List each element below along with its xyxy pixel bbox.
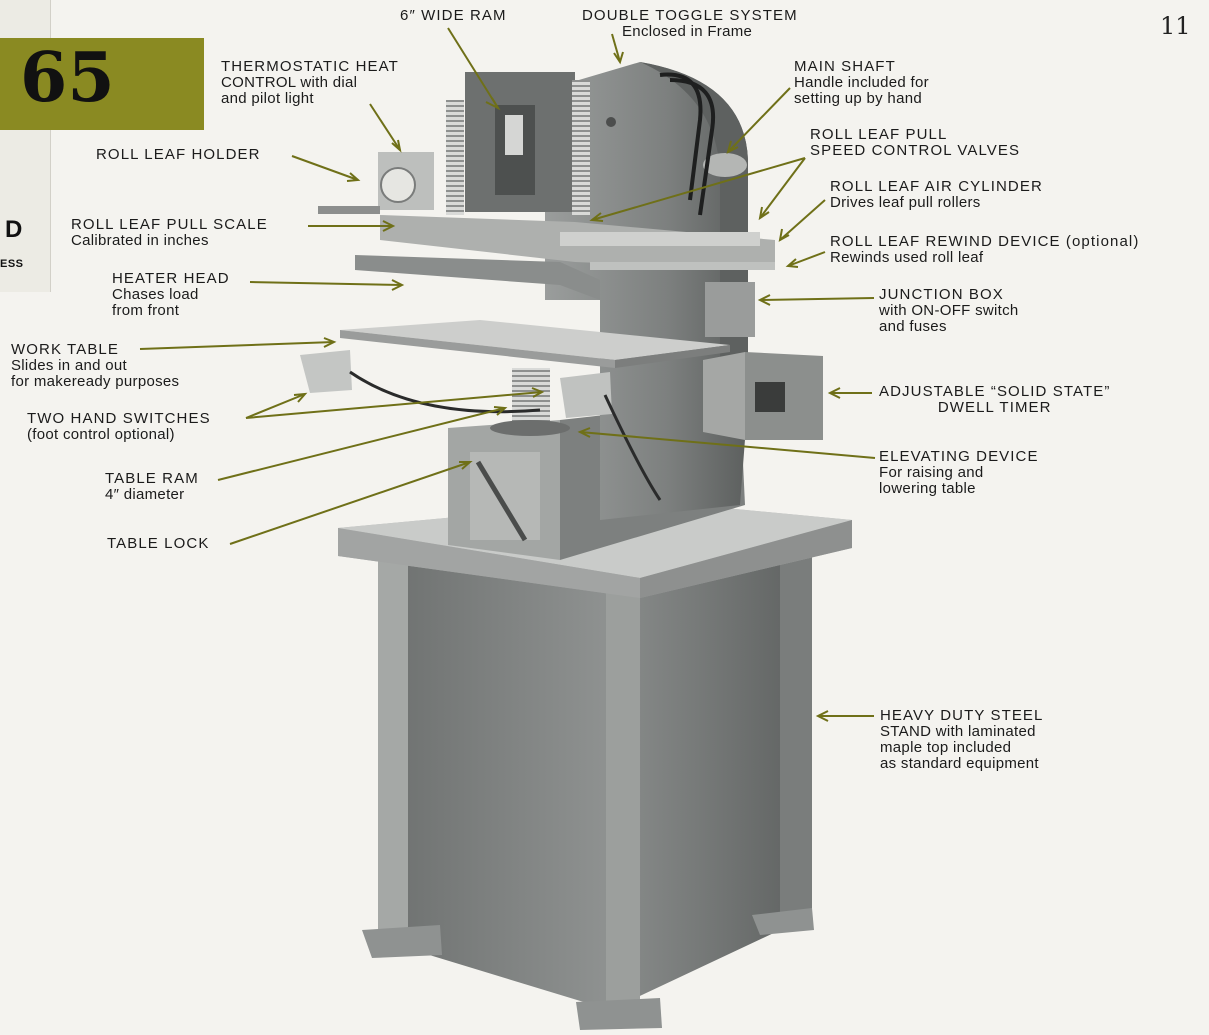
- callout-air-cylinder: ROLL LEAF AIR CYLINDER Drives leaf pull …: [830, 179, 1043, 211]
- model-badge: [0, 38, 204, 130]
- callout-line-3: maple top included: [880, 739, 1012, 756]
- callout-table-ram: TABLE RAM 4″ diameter: [105, 471, 199, 503]
- callout-line-2: for makeready purposes: [11, 373, 180, 390]
- callout-title: ROLL LEAF REWIND DEVICE (optional): [830, 233, 1140, 250]
- callout-title: TABLE LOCK: [107, 535, 210, 552]
- callout-subtitle: Enclosed in Frame: [622, 23, 753, 40]
- callout-pull-valves: ROLL LEAF PULL SPEED CONTROL VALVES: [810, 127, 1020, 159]
- callout-title: ROLL LEAF AIR CYLINDER: [830, 178, 1043, 195]
- callout-line-4: as standard equipment: [880, 755, 1039, 772]
- callout-work-table: WORK TABLE Slides in and out for makerea…: [11, 342, 179, 390]
- callout-wide-ram: 6″ WIDE RAM: [400, 8, 507, 24]
- callout-line-2: from front: [112, 302, 180, 319]
- callout-line-2: STAND with laminated: [880, 723, 1036, 740]
- callout-thermostat: THERMOSTATIC HEAT CONTROL with dial and …: [221, 59, 399, 107]
- callout-line-1: THERMOSTATIC HEAT: [221, 58, 399, 75]
- callout-line-1: Slides in and out: [11, 357, 128, 374]
- callout-heater-head: HEATER HEAD Chases load from front: [112, 271, 230, 319]
- callout-title: JUNCTION BOX: [879, 286, 1004, 303]
- callout-title: DOUBLE TOGGLE SYSTEM: [582, 7, 798, 24]
- callout-subtitle: (foot control optional): [27, 426, 175, 443]
- callout-elevating: ELEVATING DEVICE For raising and lowerin…: [879, 449, 1039, 497]
- dwell-timer-box: [703, 352, 823, 440]
- callout-roll-leaf-holder: ROLL LEAF HOLDER: [96, 147, 261, 163]
- ram-assembly: [318, 72, 590, 215]
- heater-head-plate: [355, 215, 775, 300]
- callout-line-1: HEAVY DUTY STEEL: [880, 707, 1044, 724]
- callout-line-2: Handle included for: [794, 74, 929, 91]
- callout-title: 6″ WIDE RAM: [400, 7, 507, 24]
- callout-title: ROLL LEAF PULL SCALE: [71, 216, 268, 233]
- page-number: 11: [1160, 12, 1191, 40]
- steel-stand: [362, 540, 814, 1030]
- table-ram-column: [490, 368, 570, 436]
- callout-title: WORK TABLE: [11, 341, 119, 358]
- callout-arrows: [139, 27, 876, 722]
- callout-junction-box: JUNCTION BOX with ON-OFF switch and fuse…: [879, 287, 1019, 335]
- callout-main-shaft: MAIN SHAFT Handle included for setting u…: [794, 59, 929, 107]
- callout-subtitle: Rewinds used roll leaf: [830, 249, 984, 266]
- callout-line-2: SPEED CONTROL VALVES: [810, 142, 1021, 159]
- callout-dwell-timer: ADJUSTABLE “SOLID STATE” DWELL TIMER: [879, 384, 1110, 416]
- callout-line-1: ADJUSTABLE “SOLID STATE”: [879, 383, 1111, 400]
- side-subtext: ESS: [0, 258, 24, 270]
- callout-hand-switches: TWO HAND SWITCHES (foot control optional…: [27, 411, 211, 443]
- callout-line-1: Chases load: [112, 286, 199, 303]
- callout-rewind: ROLL LEAF REWIND DEVICE (optional) Rewin…: [830, 234, 1139, 266]
- callout-title: ELEVATING DEVICE: [879, 448, 1039, 465]
- callout-line-1: For raising and: [879, 464, 984, 481]
- callout-stand: HEAVY DUTY STEEL STAND with laminated ma…: [880, 708, 1043, 772]
- callout-line-2: CONTROL with dial: [221, 74, 358, 91]
- callout-table-lock: TABLE LOCK: [107, 536, 209, 552]
- callout-title: HEATER HEAD: [112, 270, 230, 287]
- callout-title: TWO HAND SWITCHES: [27, 410, 211, 427]
- callout-line-2: and fuses: [879, 318, 947, 335]
- callout-toggle-system: DOUBLE TOGGLE SYSTEM Enclosed in Frame: [582, 8, 798, 40]
- callout-line-1: with ON-OFF switch: [879, 302, 1019, 319]
- callout-line-2: DWELL TIMER: [937, 399, 1052, 416]
- air-hoses: [659, 72, 716, 216]
- callout-line-1: MAIN SHAFT: [794, 58, 896, 75]
- junction-box-housing: [705, 282, 755, 337]
- hand-switch-boxes: [300, 350, 662, 501]
- callout-line-1: ROLL LEAF PULL: [810, 126, 948, 143]
- callout-line-3: setting up by hand: [794, 90, 922, 107]
- callout-title: TABLE RAM: [105, 470, 199, 487]
- work-table-plate: [340, 320, 730, 368]
- model-number: 65: [20, 38, 115, 118]
- side-letter: D: [5, 216, 23, 243]
- callout-pull-scale: ROLL LEAF PULL SCALE Calibrated in inche…: [71, 217, 268, 249]
- callout-subtitle: Calibrated in inches: [71, 232, 209, 249]
- callout-subtitle: Drives leaf pull rollers: [830, 194, 981, 211]
- callout-title: ROLL LEAF HOLDER: [96, 146, 261, 163]
- callout-line-3: and pilot light: [221, 90, 314, 107]
- callout-subtitle: 4″ diameter: [105, 486, 185, 503]
- callout-line-2: lowering table: [879, 480, 976, 497]
